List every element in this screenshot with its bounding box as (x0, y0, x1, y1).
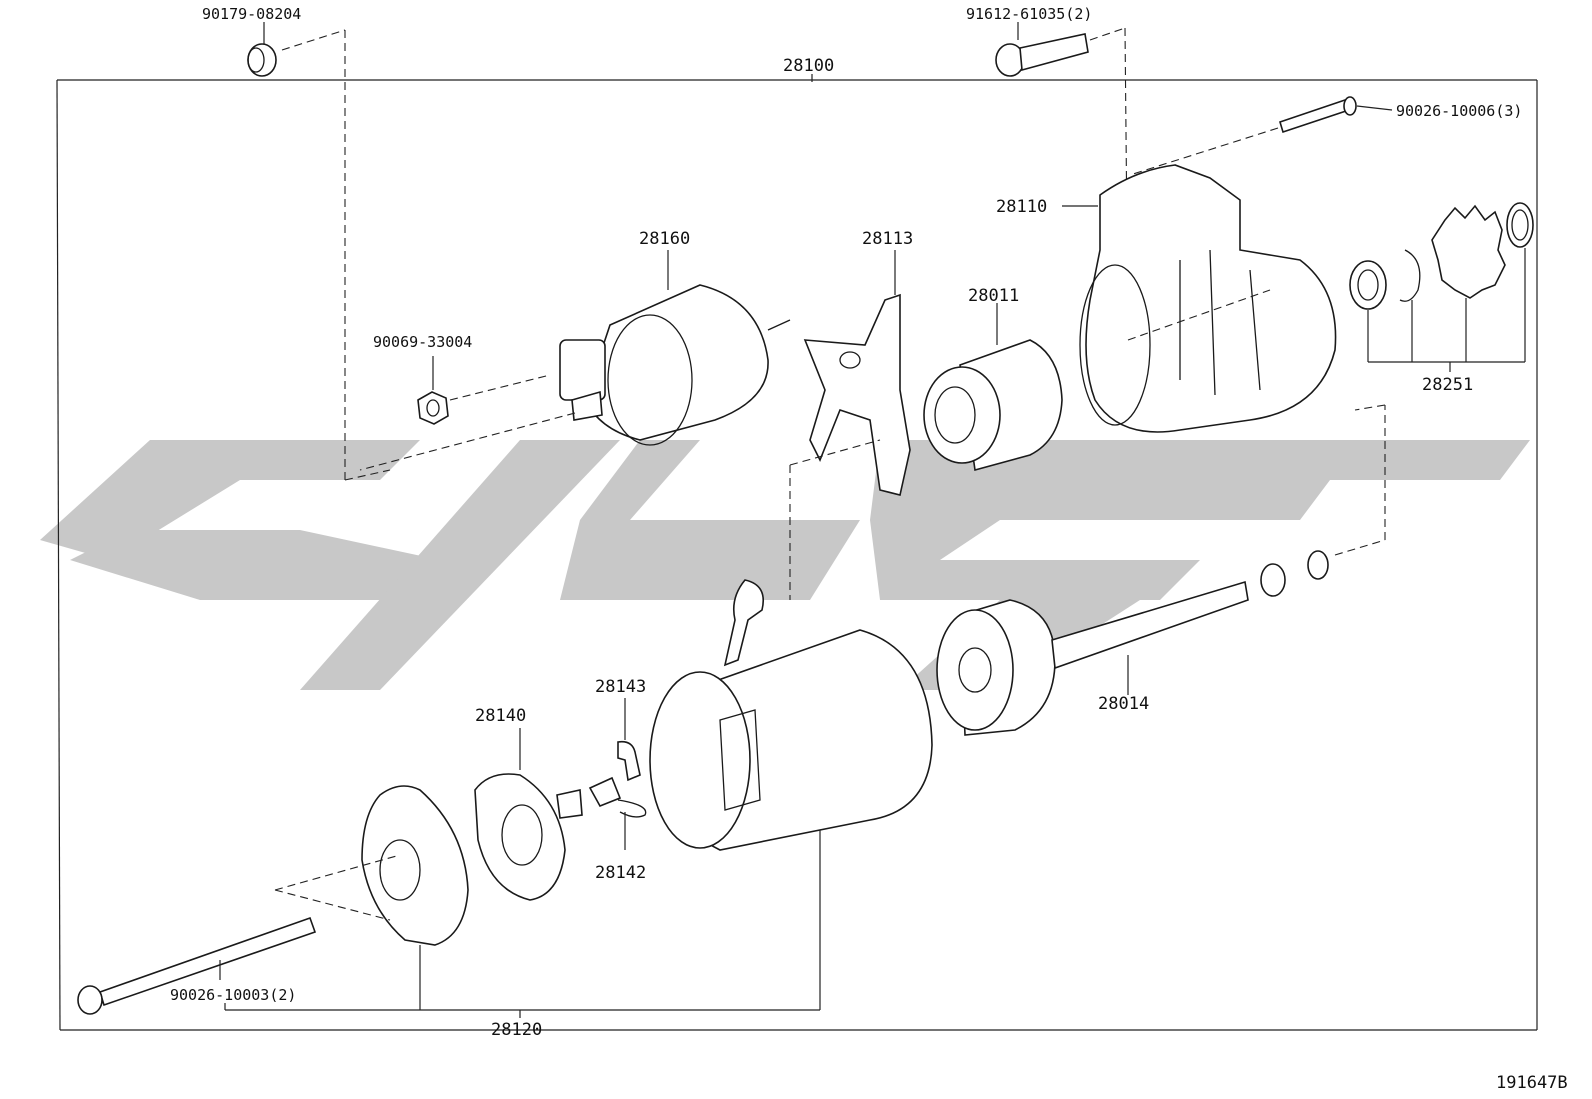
label-28110: 28110 (996, 197, 1047, 217)
label-28140: 28140 (475, 706, 526, 726)
spring-28142 (588, 776, 647, 850)
label-28160: 28160 (639, 229, 690, 249)
part-labels: 90179-08204 91612-61035(2) 28100 90026-1… (170, 5, 1568, 1093)
bracket-28120 (224, 1003, 820, 1018)
drive-housing-28110 (1062, 164, 1337, 433)
drive-lever-28113 (789, 250, 911, 600)
bolt-91612-61035 (995, 22, 1129, 341)
label-28142: 28142 (595, 863, 646, 883)
starter-clutch-28011 (923, 303, 1063, 472)
label-28014: 28014 (1098, 694, 1149, 714)
label-90069-33004: 90069-33004 (373, 333, 472, 351)
brush-28143 (617, 698, 641, 782)
bolt-90026-10006 (1129, 96, 1393, 176)
figure-id: 191647B (1496, 1073, 1568, 1093)
nut-90179-08204 (247, 22, 391, 481)
brush-holder-28140 (474, 728, 583, 901)
bolt-90026-10003 (77, 916, 317, 1015)
label-90179-08204: 90179-08204 (202, 5, 301, 23)
label-91612-61035: 91612-61035(2) (966, 5, 1092, 23)
armature-28014 (936, 404, 1386, 736)
end-frame (274, 785, 469, 1010)
label-28120: 28120 (491, 1020, 542, 1040)
label-28011: 28011 (968, 286, 1019, 306)
label-28113: 28113 (862, 229, 913, 249)
clutch-parts-28251 (1349, 202, 1534, 372)
label-28100: 28100 (783, 56, 834, 76)
solenoid-28160 (359, 250, 791, 471)
label-90026-10003: 90026-10003(2) (170, 986, 296, 1004)
label-90026-10006: 90026-10006(3) (1396, 102, 1522, 120)
field-frame-yoke (649, 579, 933, 1010)
assembly-frame-28100 (56, 74, 1538, 1031)
label-28143: 28143 (595, 677, 646, 697)
nut-90069-33004 (417, 356, 551, 425)
label-28251: 28251 (1422, 375, 1473, 395)
watermark-logo (40, 440, 1530, 690)
